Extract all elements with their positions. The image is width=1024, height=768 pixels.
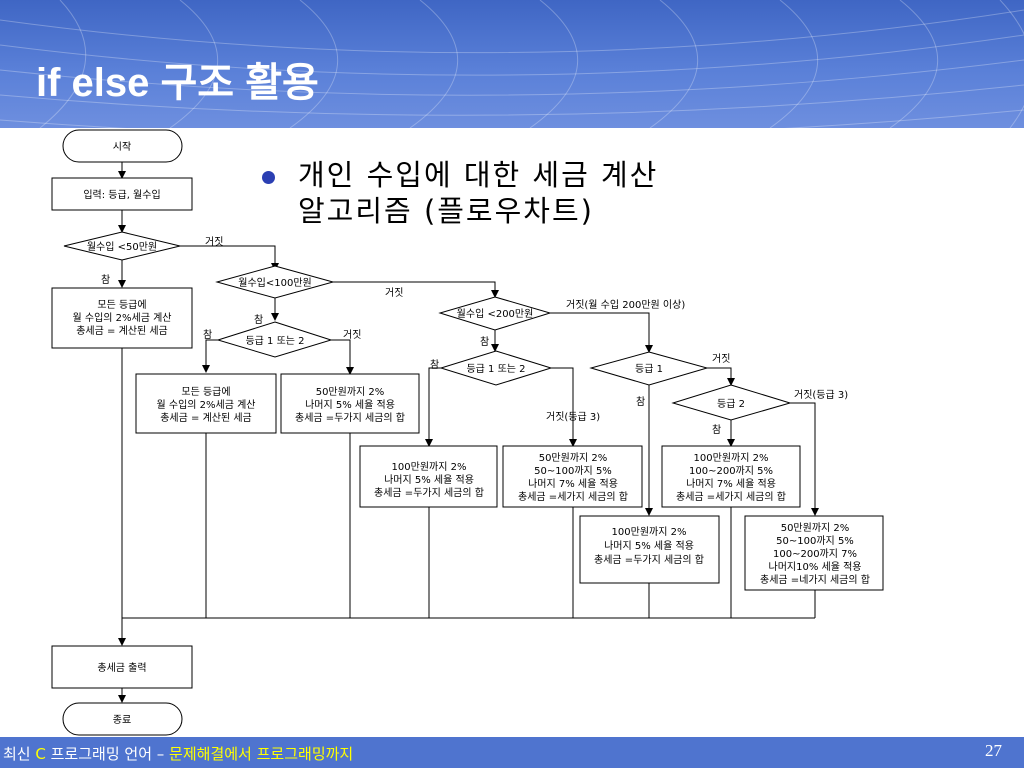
svg-text:나머지 5% 세율 적용: 나머지 5% 세율 적용 [305,399,395,411]
bullet-text: 개인 수입에 대한 세금 계산 알고리즘 (플로우차트) [298,157,818,229]
label-true-d5: 참 [430,359,439,371]
svg-text:100~200까지 5%: 100~200까지 5% [689,465,773,477]
footer-prefix: 최신 [3,745,36,763]
svg-text:100만원까지 2%: 100만원까지 2% [612,526,687,538]
svg-text:월 수입의 2%세금 계산: 월 수입의 2%세금 계산 [156,398,255,411]
svg-text:입력: 등급, 월수입: 입력: 등급, 월수입 [83,188,160,201]
svg-text:총세금 =두가지 세금의 합: 총세금 =두가지 세금의 합 [295,412,405,424]
svg-text:월 수입의 2%세금 계산: 월 수입의 2%세금 계산 [72,311,171,324]
svg-text:100만원까지 2%: 100만원까지 2% [392,461,467,473]
end-terminal: 종료 [62,702,183,736]
decision-under-200: 월수입 <200만원 [438,296,552,331]
decision-grade-1-or-2-b: 등급 1 또는 2 [439,350,553,386]
svg-text:총세금 =세가지 세금의 합: 총세금 =세가지 세금의 합 [676,491,786,503]
svg-text:100~200까지 7%: 100~200까지 7% [773,548,857,560]
svg-text:모든 등급에: 모든 등급에 [97,299,146,311]
svg-text:월수입<100만원: 월수입<100만원 [238,276,311,289]
footer-bar: 최신 C 프로그래밍 언어 – 문제해결에서 프로그래밍까지 27 [0,737,1024,768]
title-bar: if else 구조 활용 [0,0,1024,128]
label-true-d7: 참 [712,424,721,436]
process-box-7: 100만원까지 2% 100~200까지 5% 나머지 7% 세율 적용 총세금… [661,445,801,508]
bullet-line-1: 개인 수입에 대한 세금 계산 [298,158,659,192]
decision-grade-2: 등급 2 [671,384,792,421]
output-box: 총세금 출력 [51,645,193,689]
process-box-8: 50만원까지 2% 50~100까지 5% 100~200까지 7% 나머지10… [744,515,884,591]
svg-text:50만원까지 2%: 50만원까지 2% [781,522,850,534]
flowchart: 시작 입력: 등급, 월수입 월수입 <50만원 월수입<100만원 월수입 <… [51,129,884,736]
label-false-d5: 거짓(등급 3) [546,411,600,423]
svg-text:월수입 <200만원: 월수입 <200만원 [457,307,534,320]
svg-text:총세금 =네가지 세금의 합: 총세금 =네가지 세금의 합 [760,574,870,586]
svg-text:등급 1 또는 2: 등급 1 또는 2 [466,363,525,375]
svg-text:월수입 <50만원: 월수입 <50만원 [87,240,157,253]
svg-text:나머지 5% 세율 적용: 나머지 5% 세율 적용 [384,474,474,486]
process-box-2: 모든 등급에 월 수입의 2%세금 계산 총세금 = 계산된 세금 [135,373,277,434]
svg-text:나머지 7% 세율 적용: 나머지 7% 세율 적용 [686,478,776,490]
svg-text:나머지 5% 세율 적용: 나머지 5% 세율 적용 [604,540,694,552]
svg-text:나머지10% 세율 적용: 나머지10% 세율 적용 [769,561,862,573]
page-number: 27 [985,741,1002,760]
label-false-d3: 거짓(월 수입 200만원 이상) [566,298,685,311]
svg-text:50~100까지 5%: 50~100까지 5% [534,465,612,477]
footer-c-letter: C [35,745,46,763]
process-box-5: 50만원까지 2% 50~100까지 5% 나머지 7% 세율 적용 총세금 =… [502,445,643,508]
label-true-d2: 참 [254,314,263,326]
label-false-d2: 거짓 [385,287,403,299]
svg-text:50~100까지 5%: 50~100까지 5% [776,535,854,547]
svg-text:총세금 =두가지 세금의 합: 총세금 =두가지 세금의 합 [594,554,704,566]
footer-middle: 프로그래밍 언어 – [45,745,170,763]
svg-text:나머지 7% 세율 적용: 나머지 7% 세율 적용 [528,478,618,490]
process-box-1: 모든 등급에 월 수입의 2%세금 계산 총세금 = 계산된 세금 [51,287,193,349]
flow-connectors [118,162,819,703]
footer-highlight: 문제해결에서 프로그래밍까지 [169,745,354,763]
svg-text:총세금 출력: 총세금 출력 [97,662,146,674]
process-box-4: 100만원까지 2% 나머지 5% 세율 적용 총세금 =두가지 세금의 합 [359,445,498,508]
start-terminal: 시작 [62,129,183,163]
process-box-3: 50만원까지 2% 나머지 5% 세율 적용 총세금 =두가지 세금의 합 [280,373,420,434]
label-true-d1: 참 [101,274,110,286]
svg-text:등급 1: 등급 1 [635,363,663,375]
svg-text:100만원까지 2%: 100만원까지 2% [694,452,769,464]
decision-grade-1: 등급 1 [589,351,709,386]
process-box-6: 100만원까지 2% 나머지 5% 세율 적용 총세금 =두가지 세금의 합 [579,515,720,584]
label-true-d3: 참 [480,336,489,348]
svg-text:총세금 =두가지 세금의 합: 총세금 =두가지 세금의 합 [374,487,484,499]
bullet-dot-icon [262,171,275,184]
footer-book-title: 최신 C 프로그래밍 언어 – 문제해결에서 프로그래밍까지 [3,743,353,764]
svg-text:총세금 = 계산된 세금: 총세금 = 계산된 세금 [160,412,252,424]
bullet-line-2: 알고리즘 (플로우차트) [298,194,594,228]
svg-text:50만원까지 2%: 50만원까지 2% [539,452,608,464]
label-false-d1: 거짓 [205,236,223,248]
input-box: 입력: 등급, 월수입 [51,177,193,211]
svg-text:등급 1 또는 2: 등급 1 또는 2 [245,335,304,347]
decision-under-50: 월수입 <50만원 [63,231,181,261]
label-false-d6: 거짓 [712,353,730,365]
svg-text:총세금 = 계산된 세금: 총세금 = 계산된 세금 [76,325,168,337]
svg-text:총세금 =세가지 세금의 합: 총세금 =세가지 세금의 합 [518,491,628,503]
svg-text:모든 등급에: 모든 등급에 [181,386,230,398]
slide-title: if else 구조 활용 [36,61,319,105]
label-true-d4: 참 [203,329,212,341]
svg-text:50만원까지 2%: 50만원까지 2% [316,386,385,398]
label-false-d4: 거짓 [343,329,361,341]
label-false-d7: 거짓(등급 3) [794,389,848,401]
branch-labels: 거짓 참 거짓 참 거짓(월 수입 200만원 이상) 참 참 거짓 참 거짓(… [101,236,848,436]
decision-under-100: 월수입<100만원 [215,265,335,299]
decision-grade-1-or-2-a: 등급 1 또는 2 [216,321,333,358]
svg-text:등급 2: 등급 2 [717,398,745,410]
label-true-d6: 참 [636,396,645,408]
header-grid-pattern [0,0,1024,128]
svg-text:시작: 시작 [113,141,131,153]
svg-text:종료: 종료 [113,714,131,726]
